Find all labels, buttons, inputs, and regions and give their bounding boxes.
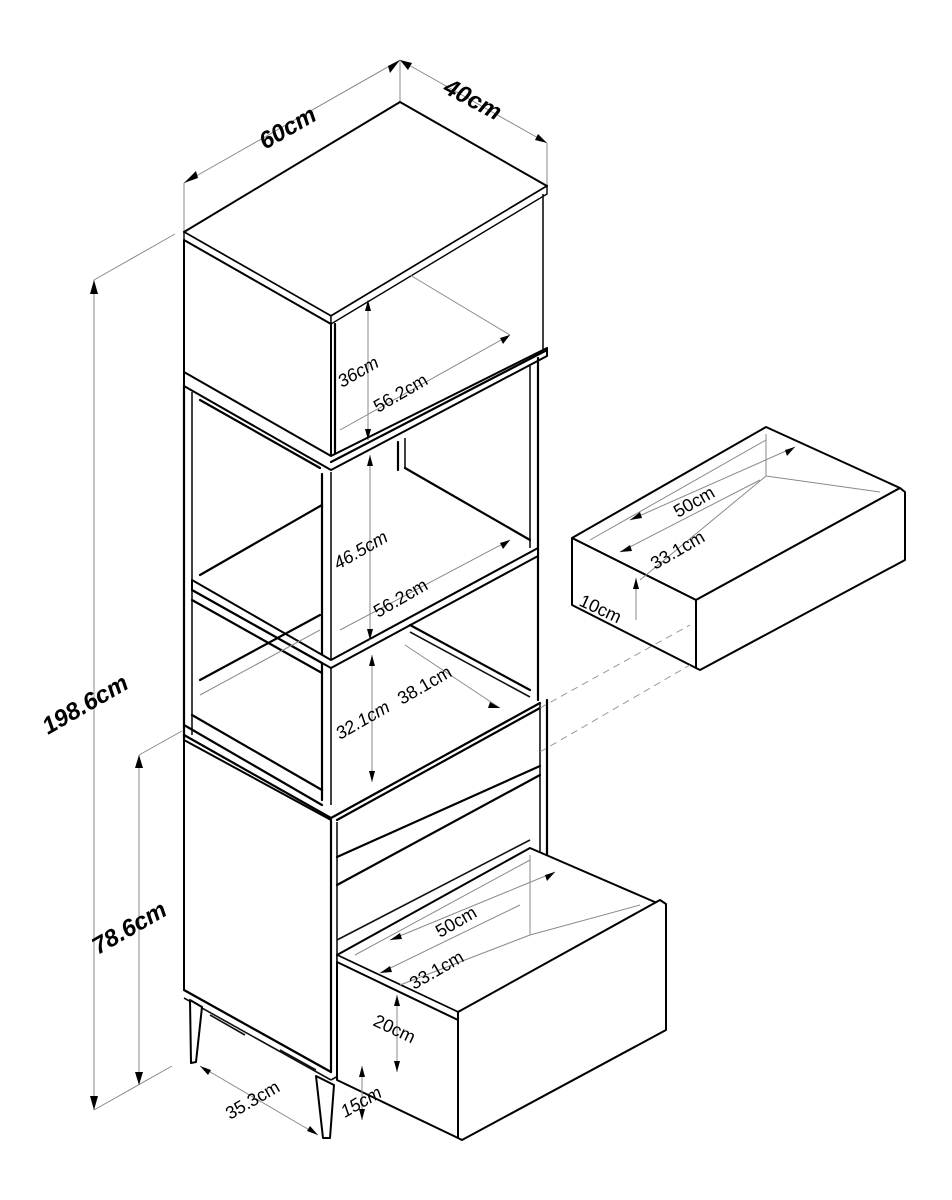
front-right-leg — [315, 1075, 335, 1139]
large-drawer — [336, 847, 667, 1141]
depth-label: 40cm — [438, 73, 506, 126]
front-left-leg — [189, 999, 203, 1064]
lower-cabinet-height-label: 78.6cm — [88, 896, 172, 960]
lower-shelf-height-label: 32.1cm — [332, 697, 393, 744]
interior-dimension-lines — [199, 300, 796, 1136]
height-label: 198.6cm — [38, 669, 134, 740]
height-dimension-line — [90, 233, 176, 1111]
lower-shelf-depth-label: 38.1cm — [394, 662, 455, 709]
legs — [189, 999, 335, 1139]
width-label: 60cm — [255, 101, 322, 155]
top-compartment-height-label: 36cm — [334, 352, 382, 391]
depth-dimension-line — [399, 59, 548, 190]
open-frame-section — [182, 356, 542, 820]
width-dimension-line — [183, 59, 401, 232]
projection-lines — [539, 624, 691, 753]
top-compartment — [183, 194, 549, 471]
lower-cabinet-height-line — [135, 730, 183, 1085]
small-drawer — [571, 426, 906, 671]
middle-shelf-height-label: 46.5cm — [330, 527, 391, 574]
top-panel — [183, 101, 548, 326]
